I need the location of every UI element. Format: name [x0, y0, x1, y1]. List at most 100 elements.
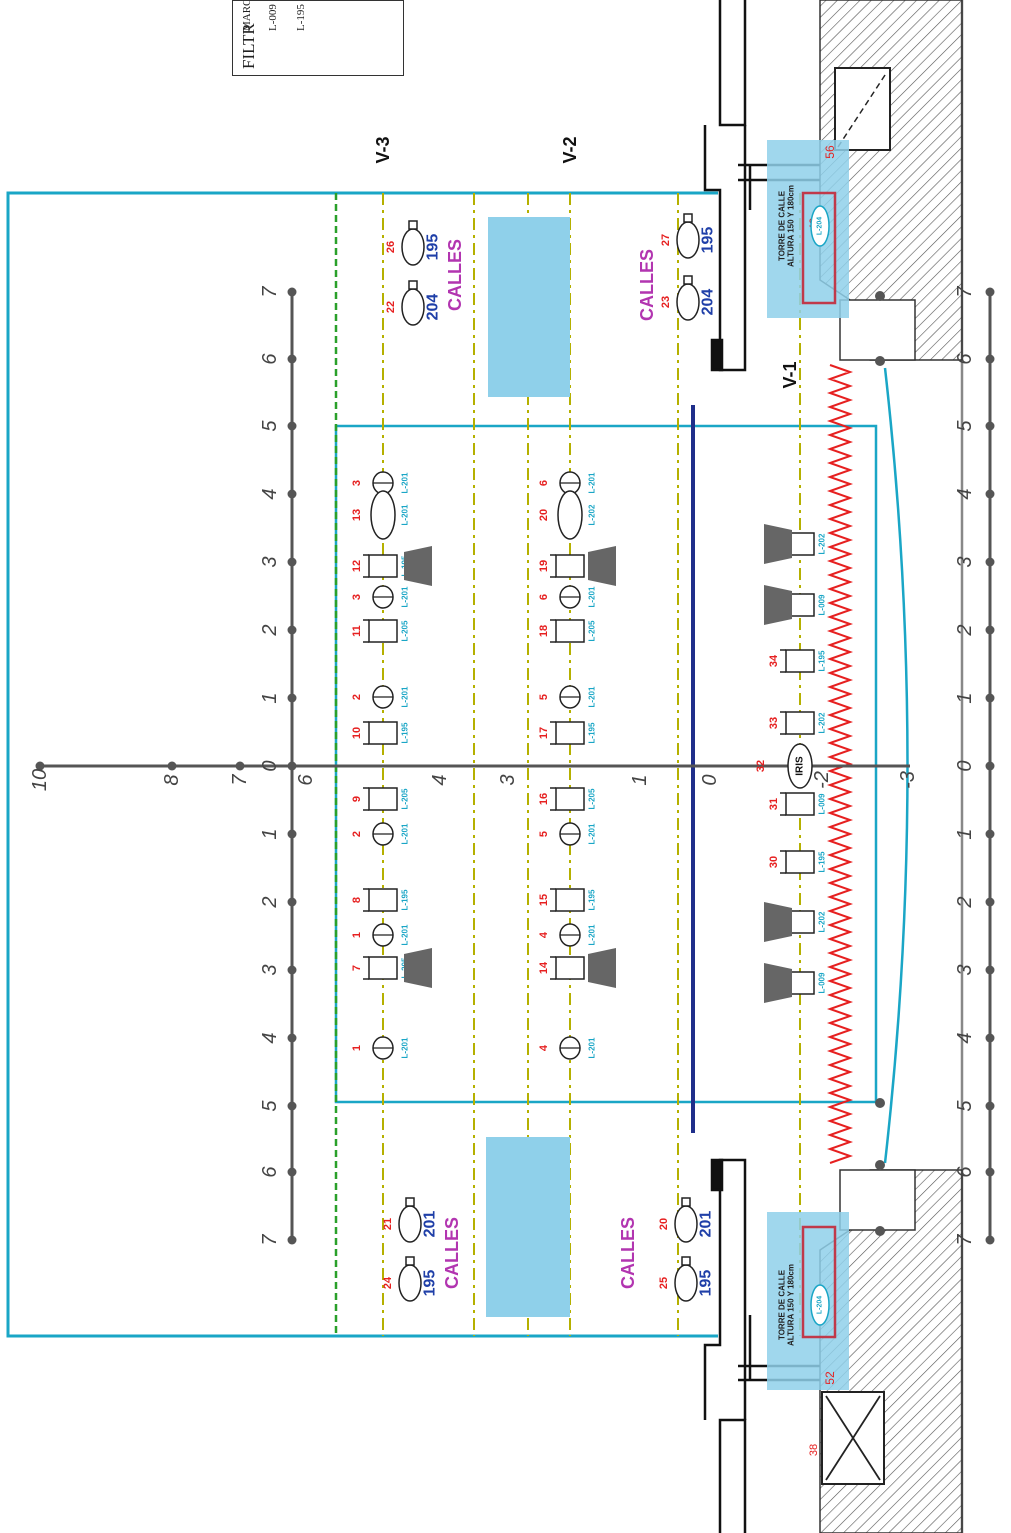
- scale-tick-dot: [287, 489, 297, 499]
- anchor-dot: [875, 291, 885, 301]
- fixture-number: 15: [538, 894, 550, 906]
- speaker-wedge-icon: [764, 585, 792, 625]
- fixture-code: L-201: [401, 472, 410, 493]
- calles-light: [398, 1256, 422, 1302]
- calles-light: [398, 1197, 422, 1243]
- right-scale-tick-dot: [985, 1167, 995, 1177]
- fixture-number: 12: [351, 560, 363, 572]
- tower-box-bottom: [801, 1225, 837, 1339]
- tower-fixture-icon: [810, 1284, 830, 1326]
- right-scale-tick-label: 1: [954, 828, 976, 839]
- right-scale-tick-label: 5: [954, 420, 976, 432]
- square-fixture-icon: [785, 649, 815, 673]
- fixture-code: L-201: [588, 686, 597, 707]
- fixture-number: 18: [538, 625, 550, 637]
- filter-legend-box: FILTR MARC L-009 L-195: [232, 0, 404, 76]
- fixture-number: 14: [538, 961, 550, 974]
- fixture-number: 10: [351, 727, 363, 739]
- speaker-wedge-icon: [404, 546, 432, 586]
- speaker-wedge-icon: [764, 963, 792, 1003]
- right-scale-tick-dot: [985, 897, 995, 907]
- v3-fixture: [363, 787, 398, 811]
- calles-light: [401, 280, 425, 326]
- calles-number: 22: [385, 301, 397, 313]
- v2-fixture: [550, 956, 585, 980]
- scale-tick-label: 2: [259, 624, 281, 636]
- v2-fixture: [559, 1036, 581, 1060]
- v3-fixture: [372, 585, 394, 609]
- calle-light-stand: [681, 1256, 691, 1266]
- fixture-code: L-195: [401, 722, 410, 743]
- wall-bottom-x2: [825, 1395, 881, 1481]
- v1-fixture: [780, 850, 815, 874]
- calle-light-icon: [401, 228, 425, 266]
- fixture-code: L-195: [401, 889, 410, 910]
- calles-code: 195: [700, 227, 717, 254]
- scale-tick-dot: [287, 829, 297, 839]
- calles-number: 25: [658, 1277, 670, 1289]
- scale-tick-label: 3: [259, 964, 281, 975]
- v3-fixture: [363, 888, 398, 912]
- fixture-number: 32: [755, 760, 767, 772]
- square-fixture-icon: [785, 792, 815, 816]
- square-fixture-icon: [555, 721, 585, 745]
- v3-fixture: [372, 923, 394, 947]
- fixture-number: 3: [351, 480, 363, 486]
- iris-fixture: IRIS: [787, 743, 813, 789]
- square-fixture-icon: [555, 888, 585, 912]
- v3-fixture: [363, 721, 398, 745]
- calles-label: CALLES: [442, 1217, 462, 1289]
- fixture-number: 20: [538, 509, 550, 521]
- blue-block-bottom: [486, 1137, 570, 1317]
- speaker-wedge-icon: [588, 948, 616, 988]
- right-scale-tick-dot: [985, 489, 995, 499]
- pipe-label-v-1: V-1: [780, 361, 800, 388]
- square-fixture-icon: [368, 721, 398, 745]
- fixture-number: 30: [768, 856, 780, 868]
- scale-tick-dot: [287, 421, 297, 431]
- v3-fixture: [372, 685, 394, 709]
- right-scale-tick-label: 3: [954, 556, 976, 567]
- calles-label: CALLES: [445, 239, 465, 311]
- fixture-code: L-201: [401, 586, 410, 607]
- stage-area-outline: [334, 424, 878, 1104]
- fixture-code: L-202: [588, 504, 597, 525]
- anchor-dot: [875, 1226, 885, 1236]
- long-fixture-icon: [370, 490, 396, 540]
- calles-code: 201: [422, 1211, 439, 1238]
- calle-light-stand: [408, 280, 418, 290]
- iris-icon: [787, 743, 813, 789]
- speaker-wedge-icon: [588, 546, 616, 586]
- fixture-code: L-201: [588, 472, 597, 493]
- pipe-label-v-3: V-3: [373, 136, 393, 163]
- horizontal-tick-label: 4: [429, 774, 451, 785]
- calle-light-stand: [405, 1197, 415, 1207]
- scale-tick-label: 3: [259, 556, 281, 567]
- horizontal-tick-label: 0: [699, 774, 721, 785]
- fixture-number: 13: [351, 509, 363, 521]
- scale-tick-label: 5: [259, 420, 281, 432]
- speaker-wedge-icon: [404, 948, 432, 988]
- square-fixture-icon: [555, 619, 585, 643]
- fixture-number: 33: [768, 717, 780, 729]
- v1-fixture: [780, 792, 815, 816]
- v3-fixture: [363, 956, 398, 980]
- right-scale-tick-label: 4: [954, 1032, 976, 1043]
- calle-light-icon: [401, 288, 425, 326]
- calles-light: [674, 1256, 698, 1302]
- v2-fixture: [557, 490, 583, 540]
- calles-light: [674, 1197, 698, 1243]
- fixture-number: 4: [538, 1044, 550, 1051]
- v2-fixture: [550, 721, 585, 745]
- tower-label-2: ALTURA 150 Y 180cm: [787, 1264, 796, 1346]
- v3-fixture: [372, 1036, 394, 1060]
- right-scale-tick-label: 6: [954, 1166, 976, 1178]
- right-scale-tick-dot: [985, 965, 995, 975]
- fixture-number: 3: [351, 594, 363, 600]
- fixture-code: L-201: [588, 823, 597, 844]
- scale-tick-label: 2: [259, 896, 281, 908]
- right-scale-tick-dot: [985, 421, 995, 431]
- v1-fixture: [780, 711, 815, 735]
- tower-code: L-204: [817, 1296, 824, 1314]
- square-fixture-icon: [368, 554, 398, 578]
